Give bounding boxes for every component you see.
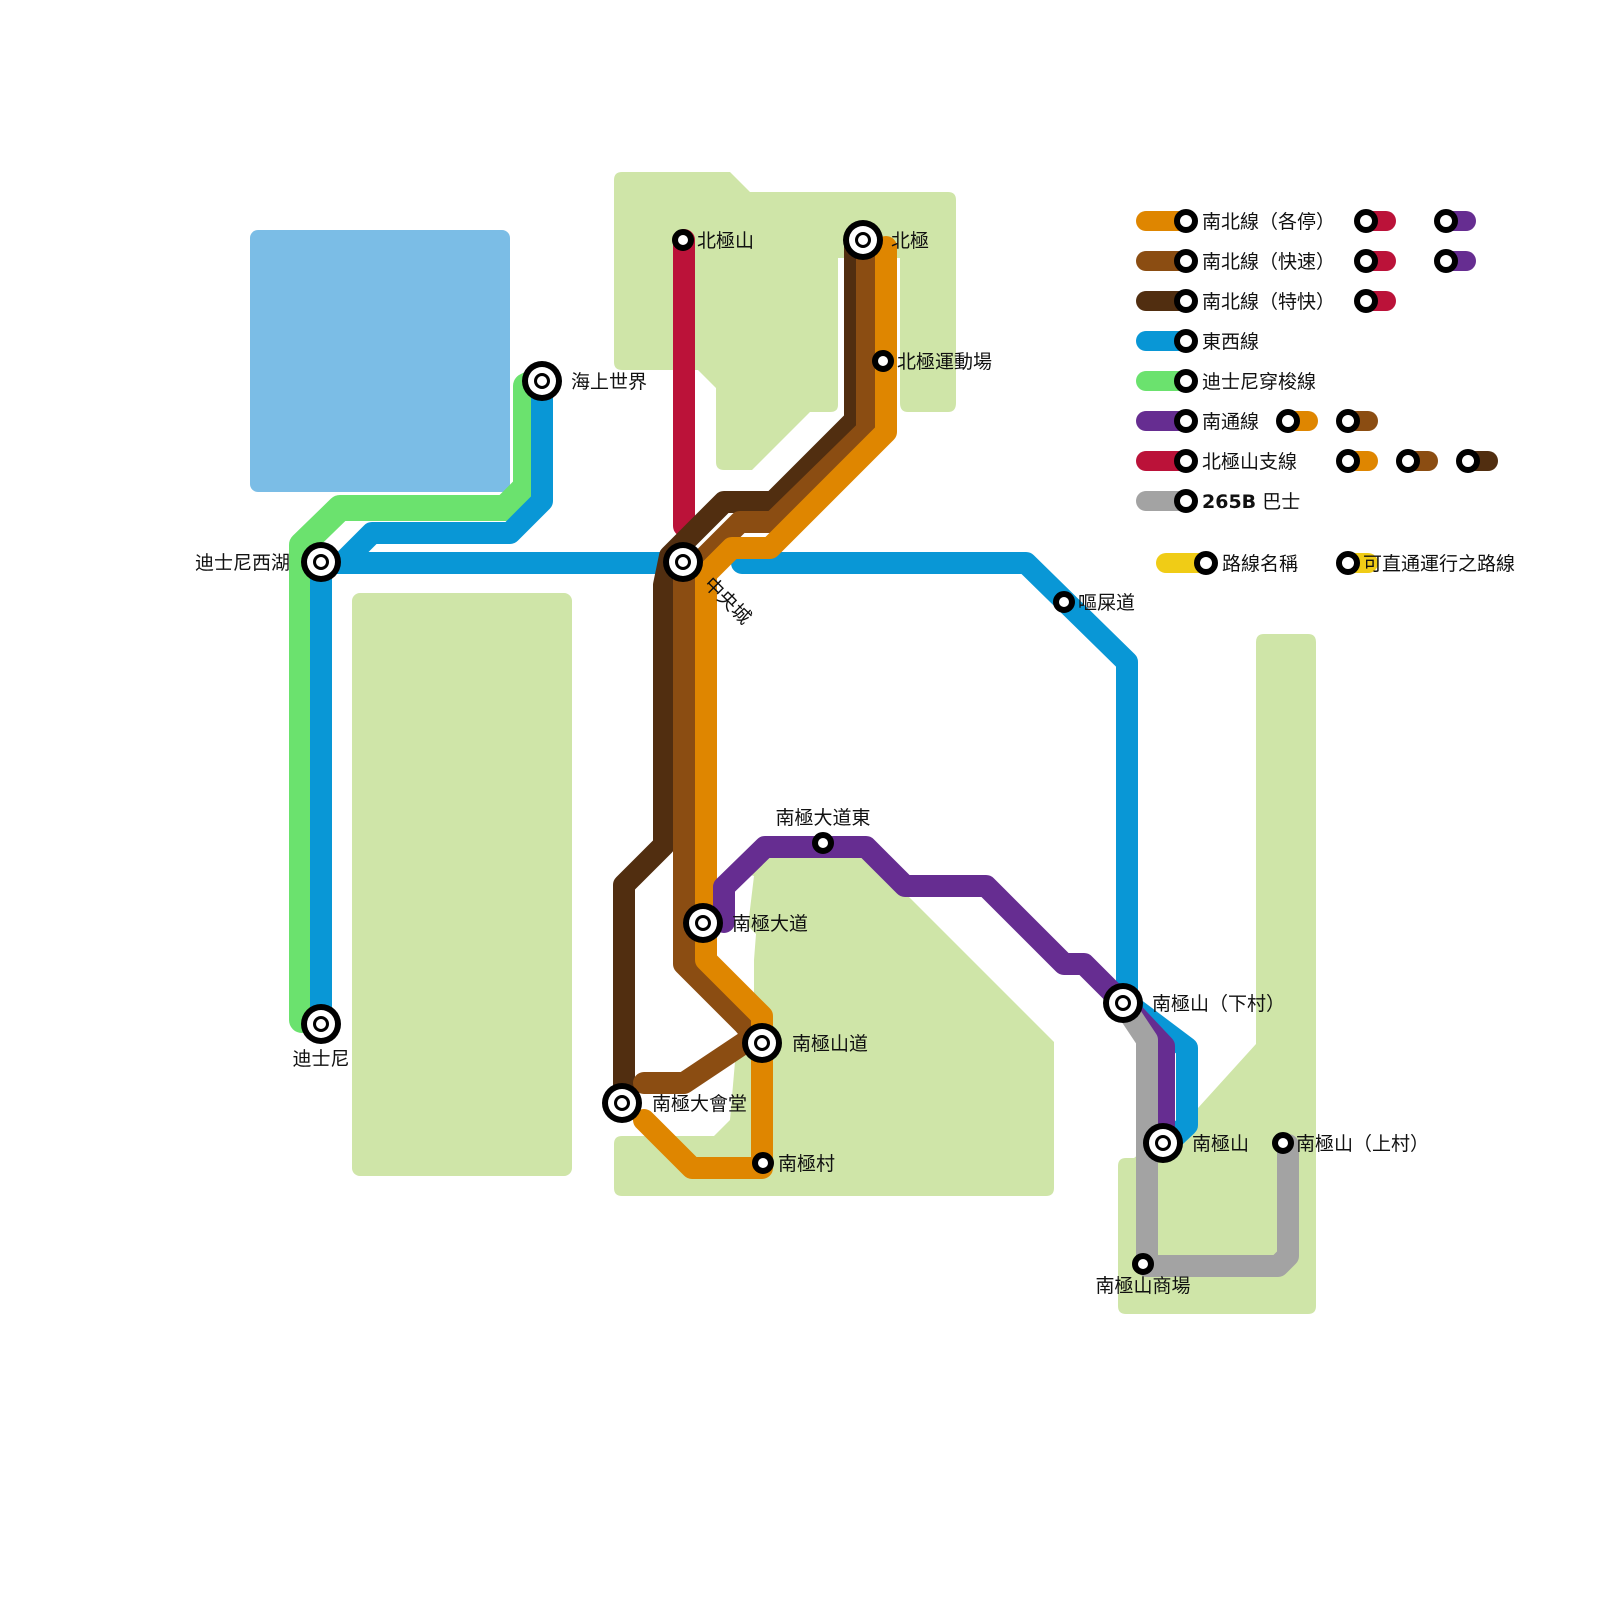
- legend-swatch-east_west: [1136, 329, 1198, 353]
- station-icon: [1174, 209, 1198, 233]
- station-central[interactable]: [663, 542, 703, 582]
- station-nanji-avenue[interactable]: [683, 903, 723, 943]
- legend-through-ns_local-south_tong: [1434, 209, 1476, 233]
- station-icon: [1174, 449, 1198, 473]
- station-nanji-hall[interactable]: [602, 1083, 642, 1123]
- line-ns-local[interactable]: [633, 236, 897, 1179]
- station-labels: 北極山 北極 北極運動場 海上世界 迪士尼西湖 中央城 嘔屎道 迪士尼 南極大道…: [195, 230, 1429, 1297]
- station-nanji-village[interactable]: [752, 1152, 774, 1174]
- legend-through-north_pole_branch-ns_express: [1456, 449, 1498, 473]
- label-beiji-stadium: 北極運動場: [897, 351, 992, 373]
- station-nanji-avenue-east[interactable]: [812, 832, 834, 854]
- station-icon: [1174, 369, 1198, 393]
- legend-label-east_west: 東西線: [1202, 331, 1259, 353]
- label-oupi-road: 嘔屎道: [1078, 592, 1135, 614]
- legend-through-key-swatch: [1336, 551, 1378, 575]
- line-bus-265b[interactable]: [1116, 999, 1299, 1277]
- legend-through-ns_rapid-south_tong: [1434, 249, 1476, 273]
- legend-through-south_tong-ns_rapid: [1336, 409, 1378, 433]
- label-ocean-world: 海上世界: [571, 371, 647, 393]
- legend-label-bold: 265B: [1202, 491, 1256, 513]
- station-beiji[interactable]: [843, 220, 883, 260]
- station-icon: [1434, 249, 1458, 273]
- label-nanji-shan-upper: 南極山（上村）: [1296, 1133, 1429, 1155]
- stations: [301, 220, 1294, 1275]
- station-icon: [1336, 449, 1360, 473]
- legend-label-ns_express: 南北線（特快）: [1202, 291, 1335, 313]
- label-nanji-shan: 南極山: [1192, 1133, 1249, 1155]
- legend-through-north_pole_branch-ns_rapid: [1396, 449, 1438, 473]
- legend-label-ns_local: 南北線（各停）: [1202, 211, 1335, 233]
- station-disney[interactable]: [301, 1004, 341, 1044]
- park-area-north: [614, 172, 956, 470]
- legend-label-ns_rapid: 南北線（快速）: [1202, 251, 1335, 273]
- legend-label-south_tong: 南通線: [1202, 411, 1259, 433]
- legend-label-disney: 迪士尼穿梭線: [1202, 371, 1316, 393]
- station-beiji-stadium[interactable]: [872, 350, 894, 372]
- label-nanji-shan-road: 南極山道: [792, 1033, 868, 1055]
- label-beiji: 北極: [891, 230, 929, 252]
- station-nanji-shan-upper[interactable]: [1272, 1132, 1294, 1154]
- legend-swatch-bus_265b: [1136, 489, 1198, 513]
- station-icon: [1434, 209, 1458, 233]
- label-disney: 迪士尼: [292, 1048, 349, 1070]
- label-nanji-village: 南極村: [778, 1153, 835, 1175]
- legend-through-ns_express-north_pole_branch: [1354, 289, 1396, 313]
- legend-swatch-disney: [1136, 369, 1198, 393]
- station-icon: [1174, 329, 1198, 353]
- legend-label-bus_265b: 265B 巴士: [1202, 491, 1300, 513]
- label-nanji-shan-lower: 南極山（下村）: [1152, 993, 1285, 1015]
- station-ocean-world[interactable]: [522, 361, 562, 401]
- station-nanji-shan-lower[interactable]: [1103, 983, 1143, 1023]
- station-icon: [1354, 289, 1378, 313]
- station-icon: [1276, 409, 1300, 433]
- legend-key-label: 路線名稱: [1222, 553, 1298, 575]
- legend-through-rest: 直通運行之路線: [1382, 553, 1515, 575]
- label-beiji-shan: 北極山: [697, 230, 754, 252]
- legend-through-ns_local-north_pole_branch: [1354, 209, 1396, 233]
- legend-through-south_tong-ns_local: [1276, 409, 1318, 433]
- legend-key-swatch: [1156, 551, 1218, 575]
- station-oupi-road[interactable]: [1053, 591, 1075, 613]
- station-icon: [1336, 409, 1360, 433]
- label-disney-west-lake: 迪士尼西湖: [195, 552, 290, 574]
- station-icon: [1354, 209, 1378, 233]
- legend-swatch-ns_local: [1136, 209, 1198, 233]
- park-area-west: [352, 593, 572, 1176]
- legend-swatch-ns_express: [1136, 289, 1198, 313]
- station-nanji-shan-road[interactable]: [742, 1023, 782, 1063]
- legend-through-ns_rapid-north_pole_branch: [1354, 249, 1396, 273]
- label-nanji-hall: 南極大會堂: [652, 1093, 747, 1115]
- label-nanji-shan-mall: 南極山商場: [1095, 1275, 1190, 1297]
- station-nanji-shan[interactable]: [1143, 1123, 1183, 1163]
- station-icon: [1354, 249, 1378, 273]
- station-icon: [1396, 449, 1420, 473]
- station-icon: [1174, 409, 1198, 433]
- legend-label-rest: 巴士: [1256, 491, 1300, 513]
- line-ns-rapid[interactable]: [633, 234, 878, 1094]
- legend-label-north_pole_branch: 北極山支線: [1202, 451, 1297, 473]
- station-disney-west-lake[interactable]: [301, 542, 341, 582]
- station-icon: [1174, 289, 1198, 313]
- station-icon: [1174, 249, 1198, 273]
- station-icon: [1194, 551, 1218, 575]
- station-nanji-shan-mall[interactable]: [1132, 1253, 1154, 1275]
- station-beiji-shan[interactable]: [672, 229, 694, 251]
- legend-through-char: 可: [1363, 553, 1382, 575]
- label-nanji-avenue-east: 南極大道東: [775, 807, 870, 829]
- station-icon: [1456, 449, 1480, 473]
- legend-through-north_pole_branch-ns_local: [1336, 449, 1378, 473]
- label-nanji-avenue: 南極大道: [732, 913, 808, 935]
- legend-swatch-south_tong: [1136, 409, 1198, 433]
- legend-swatch-ns_rapid: [1136, 249, 1198, 273]
- station-icon: [1336, 551, 1360, 575]
- park-area-south: [614, 848, 1054, 1196]
- legend-swatch-north_pole_branch: [1136, 449, 1198, 473]
- station-icon: [1174, 489, 1198, 513]
- legend-through-label: 可直通運行之路線: [1363, 553, 1515, 575]
- water-area: [250, 230, 510, 492]
